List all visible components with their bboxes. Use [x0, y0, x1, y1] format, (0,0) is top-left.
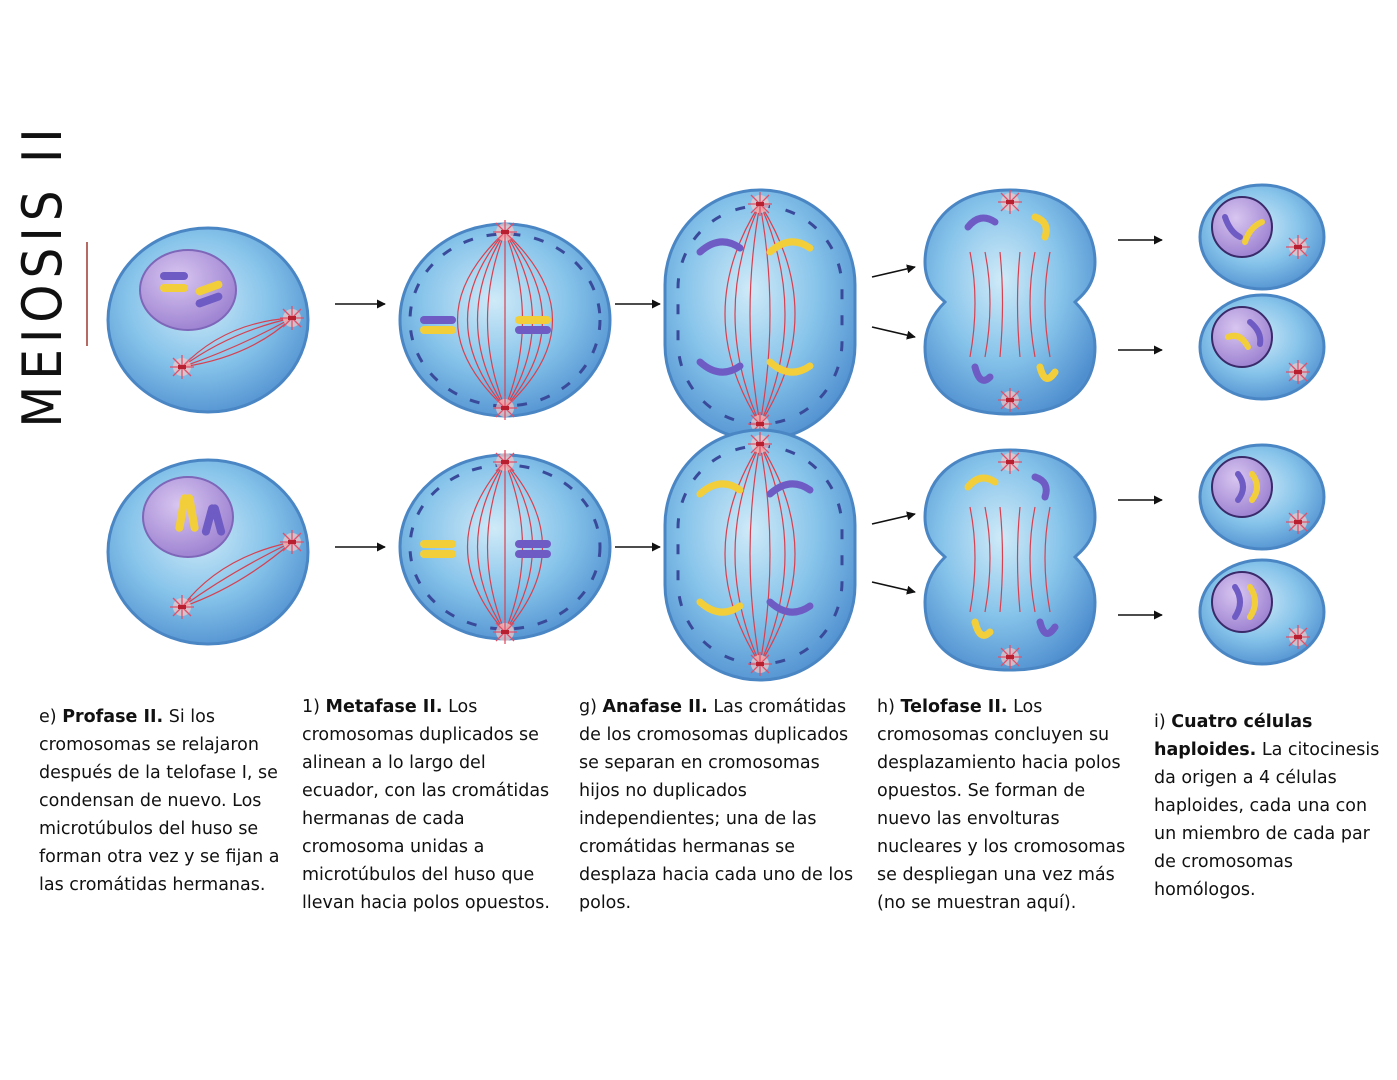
caption-text: La citocinesis da origen a 4 células hap… [1154, 740, 1380, 900]
caption-telofase: h) Telofase II. Los cromosomas concluyen… [877, 693, 1142, 917]
cell-profase-1 [106, 226, 310, 414]
caption-letter: h) [877, 697, 895, 717]
caption-anafase: g) Anafase II. Las cromátidas de los cro… [579, 693, 861, 917]
caption-heading: Cuatro células haploides. [1154, 712, 1313, 760]
page-title: MEIOSIS II [11, 122, 74, 427]
caption-heading: Telofase II. [900, 697, 1008, 717]
caption-celulas-haploides: i) Cuatro células haploides. La citocine… [1154, 708, 1392, 904]
row-2 [106, 428, 1326, 682]
cell-anafase-1 [663, 188, 857, 442]
caption-text: Las cromátidas de los cromosomas duplica… [579, 697, 854, 913]
cell-telofase-2 [923, 448, 1097, 672]
cell-anafase-2 [663, 428, 857, 682]
caption-letter: i) [1154, 712, 1166, 732]
caption-profase: e) Profase II. Si los cromosomas se rela… [39, 703, 289, 899]
cell-metafase-2 [398, 449, 612, 645]
caption-text: Los cromosomas duplicados se alinean a l… [302, 697, 550, 913]
caption-heading: Metafase II. [325, 697, 443, 717]
caption-letter: 1) [302, 697, 320, 717]
haploid-cell-2 [1198, 293, 1326, 401]
title-text: MEIOSIS II [11, 122, 74, 428]
caption-letter: g) [579, 697, 597, 717]
cell-telofase-1 [923, 188, 1097, 416]
caption-text: Si los cromosomas se relajaron después d… [39, 707, 280, 895]
meiosis-ii-diagram [106, 183, 1326, 682]
caption-text: Los cromosomas concluyen su desplazamien… [877, 697, 1126, 913]
cell-metafase-1 [398, 219, 612, 421]
caption-heading: Anafase II. [602, 697, 708, 717]
haploid-cell-3 [1198, 443, 1326, 551]
haploid-cell-1 [1198, 183, 1326, 291]
haploid-cell-4 [1198, 558, 1326, 666]
accent-divider [86, 242, 88, 346]
row-1 [106, 183, 1326, 442]
cell-profase-2 [106, 458, 310, 646]
caption-heading: Profase II. [62, 707, 164, 727]
caption-letter: e) [39, 707, 57, 727]
caption-metafase: 1) Metafase II. Los cromosomas duplicado… [302, 693, 564, 917]
